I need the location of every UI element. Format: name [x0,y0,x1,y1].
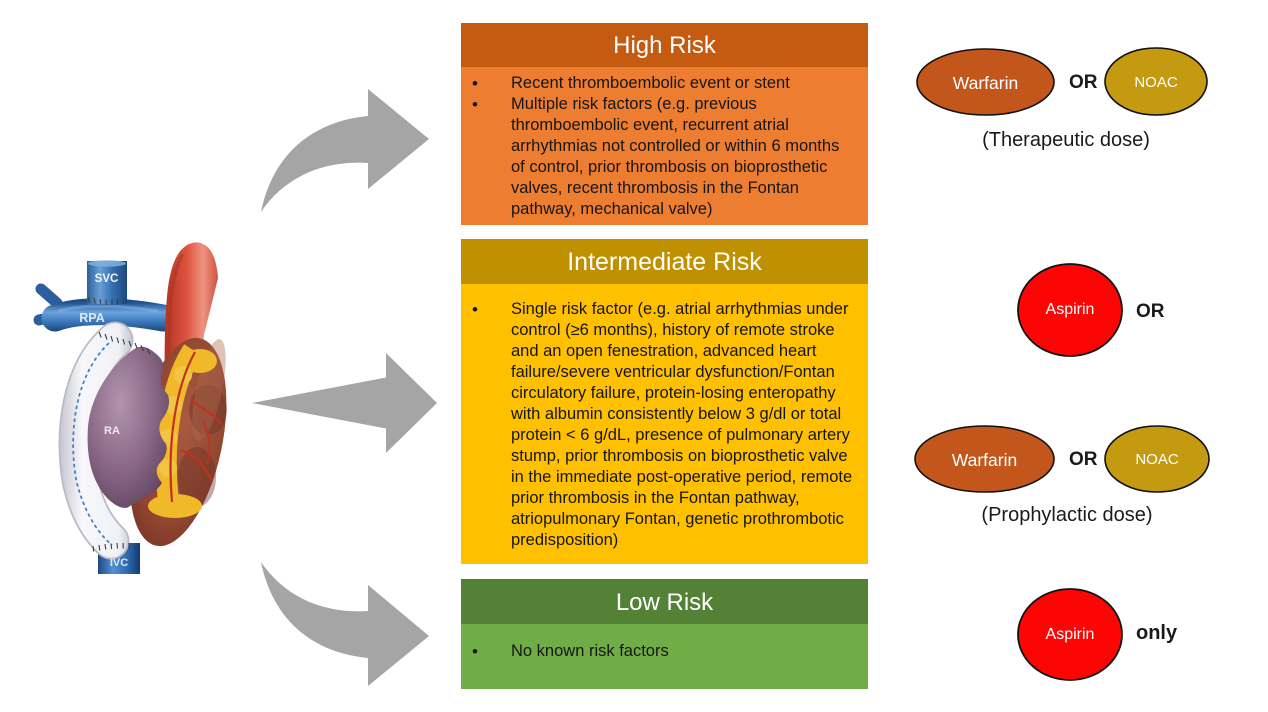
svg-text:SVC: SVC [95,273,119,285]
svg-text:RA: RA [104,425,120,437]
svg-text:RPA: RPA [79,311,104,325]
svg-text:IVC: IVC [110,557,128,569]
